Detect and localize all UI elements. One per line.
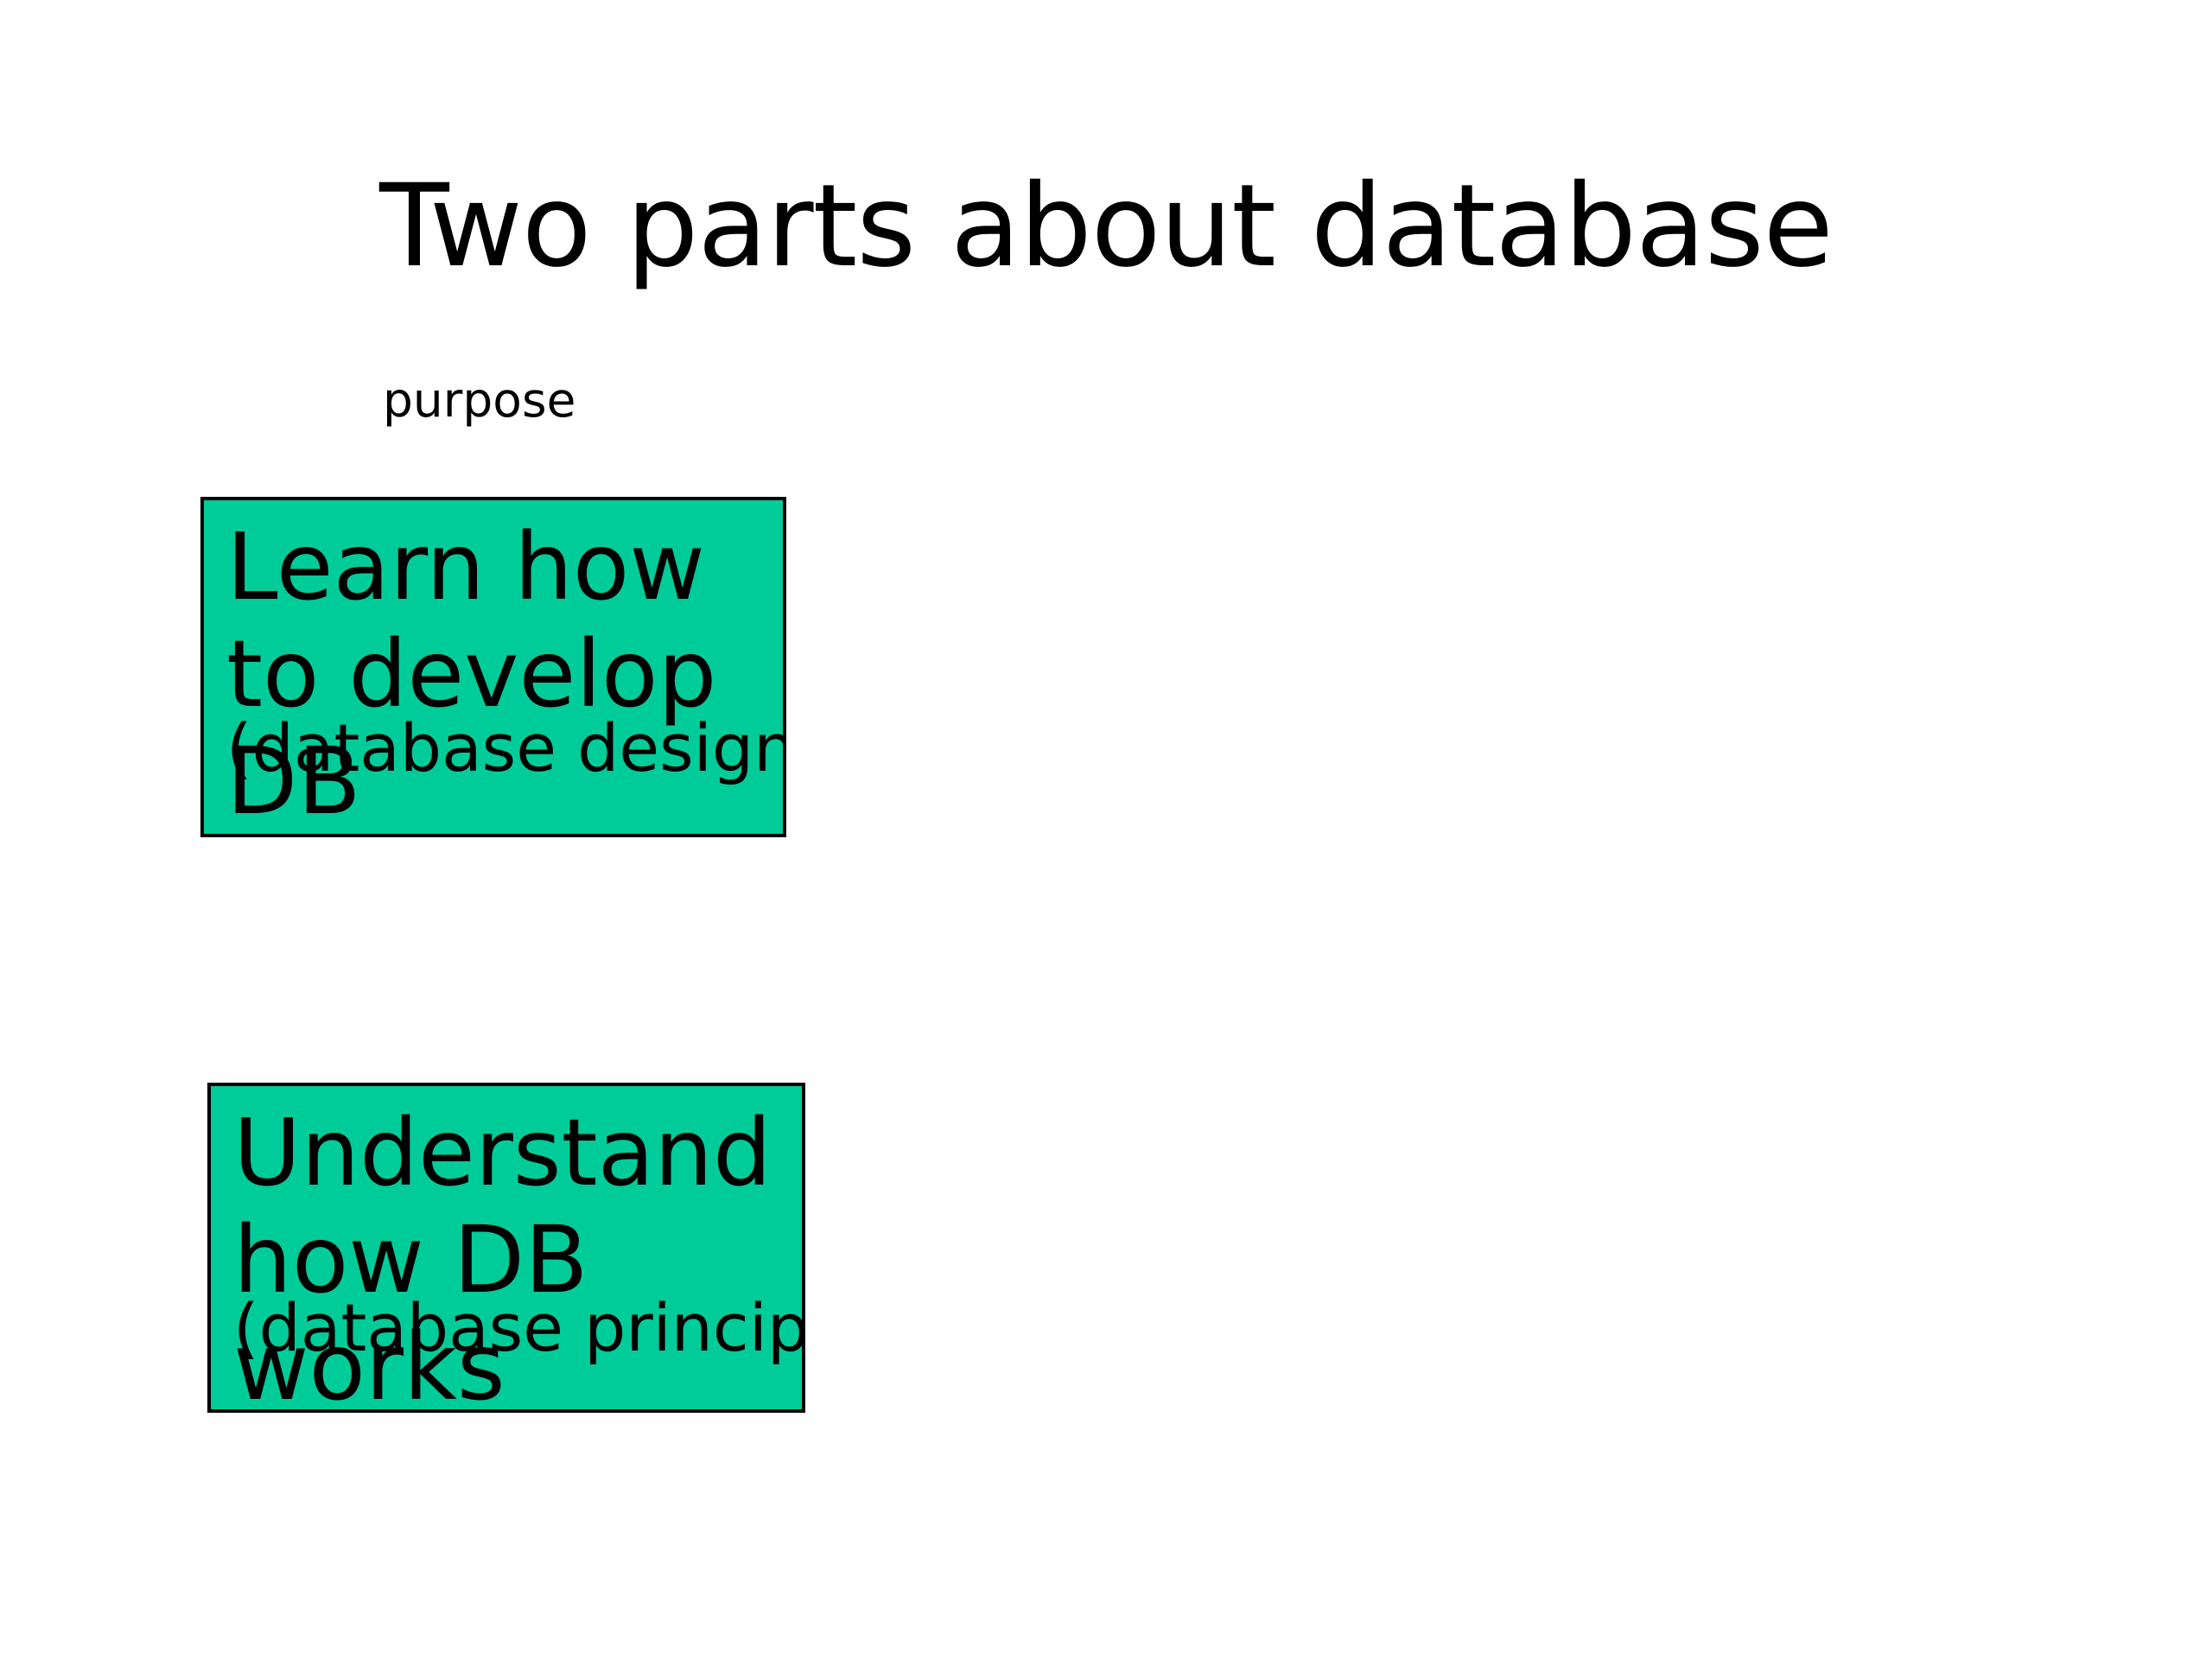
concept-box-principle-main-text: Understand how DB works — [233, 1100, 772, 1413]
concept-box-design-main-text: Learn how to develop DB — [226, 514, 717, 836]
concept-box-principle-sub-text: (database principle) — [233, 1289, 805, 1366]
concept-box-database-design[interactable]: Learn how to develop DB (database design… — [200, 497, 786, 837]
concept-box-database-principle[interactable]: Understand how DB works (database princi… — [207, 1083, 805, 1413]
purpose-label: purpose — [383, 372, 576, 428]
page-title: Two parts about database — [379, 160, 1834, 294]
concept-box-design-sub-text: (database design) — [226, 709, 786, 786]
